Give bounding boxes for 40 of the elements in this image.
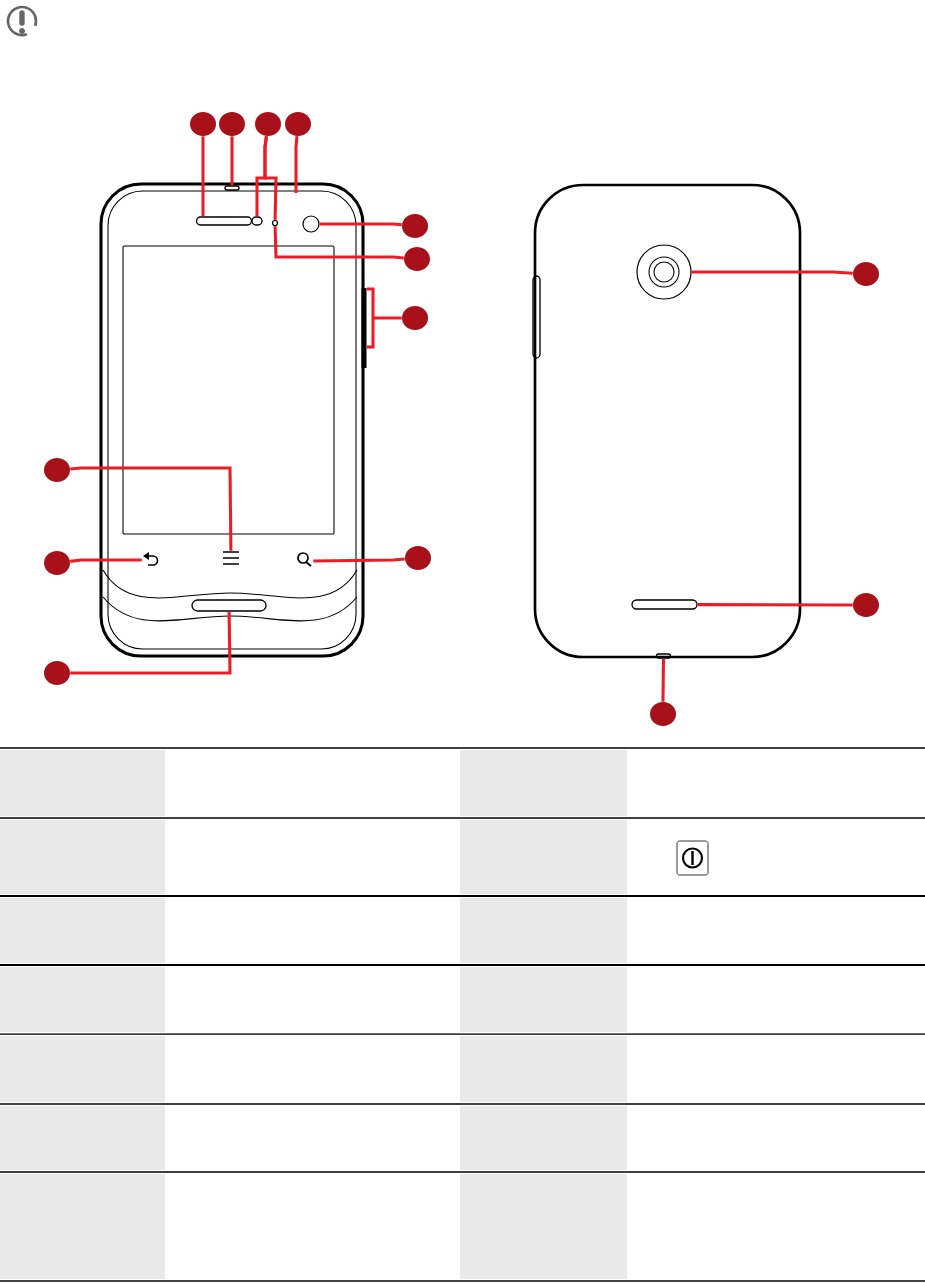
callout-marker [285,112,311,136]
search-key-icon [297,552,312,567]
leader-line [661,658,665,702]
leader-line [273,226,404,260]
leader-line [69,558,142,563]
leader-line [365,287,404,349]
callout-marker [404,247,430,271]
light-sensor [251,216,263,226]
menu-key-icon [222,551,240,565]
earpiece [195,216,253,226]
charging-port [655,653,672,659]
rear-camera [636,244,692,300]
leader-line [70,466,233,551]
callout-marker [44,458,70,482]
leader-line [691,270,853,275]
back-key-icon [143,552,159,566]
headset-jack [224,185,240,191]
leader-line [294,136,299,193]
callout-marker [190,112,216,136]
callout-marker [255,112,281,136]
leader-line [313,557,405,563]
callout-marker [219,112,245,136]
leader-line [319,222,402,227]
callout-marker [44,551,70,575]
callout-marker [402,214,428,238]
callout-marker [650,702,676,726]
callout-marker [853,262,879,286]
leader-line [697,603,853,607]
volume-keys [361,288,367,368]
home-key [191,599,267,612]
callout-marker [853,593,879,617]
speaker-slot [631,599,698,610]
callout-marker [402,306,428,330]
leader-line [70,611,232,675]
front-camera [302,215,320,233]
callout-marker [44,661,70,685]
leader-line [230,136,234,186]
leader-line [201,136,205,217]
callout-marker [405,546,431,570]
leader-line [263,135,278,220]
